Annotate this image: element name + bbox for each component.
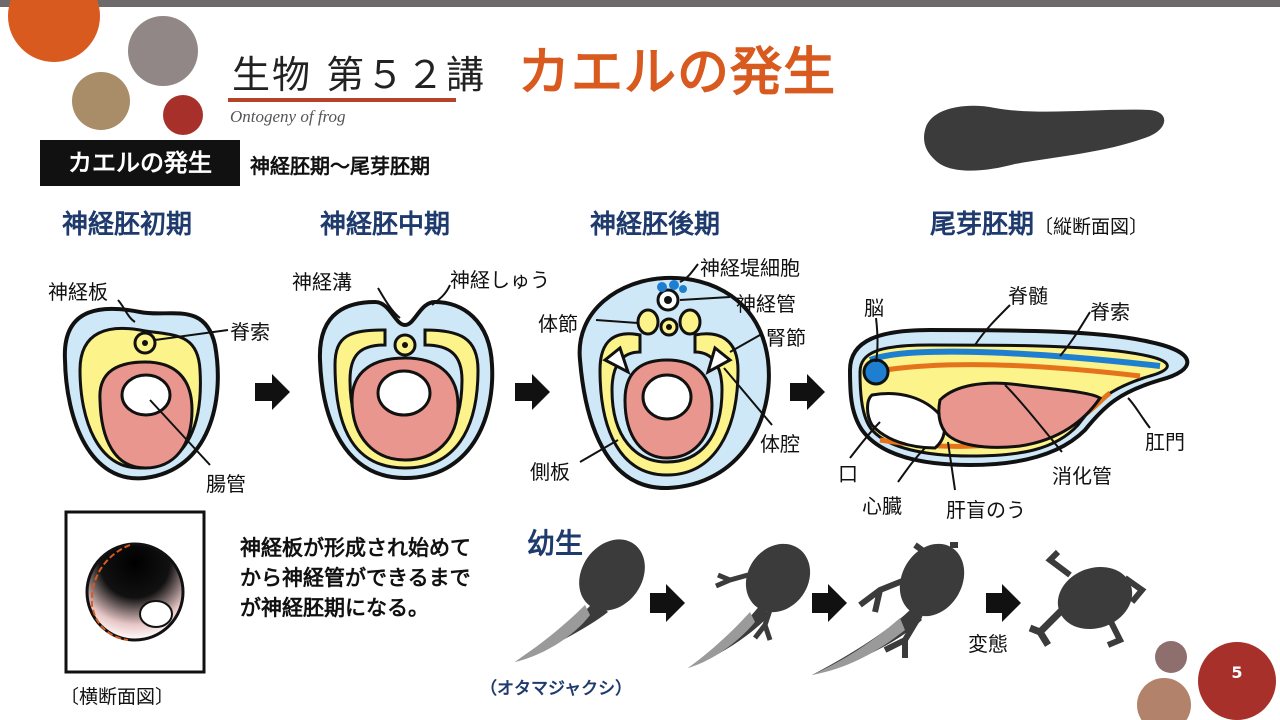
tadpole-label: （オタマジャクシ）	[480, 679, 633, 699]
section-subheading: 神経胚期～尾芽胚期	[250, 154, 430, 178]
cross-section-label: 〔横断面図〕	[60, 686, 175, 708]
arrow-3	[790, 374, 825, 410]
froglet	[1028, 549, 1147, 648]
label-shinkeiko: 神経溝	[292, 270, 352, 294]
tadpole-stage-3	[812, 542, 965, 675]
metamorphosis-label: 変態	[968, 632, 1008, 656]
page-title: 生物 第５２講	[232, 53, 487, 97]
label-taikou: 体腔	[760, 432, 800, 456]
mid-neurula-diagram	[317, 284, 495, 481]
tailbud-embryo-silhouette	[924, 105, 1165, 171]
label-shinzou: 心臓	[862, 494, 902, 518]
tadpole-stage-1	[515, 539, 645, 662]
cross-section-figure	[64, 510, 206, 674]
label-chokan: 腸管	[206, 472, 246, 496]
label-jinsetsu: 腎節	[766, 326, 806, 350]
stage-title-tailbud-text: 尾芽胚期	[930, 210, 1035, 240]
early-neurula-diagram	[62, 299, 229, 481]
label-kanmou: 肝盲のう	[946, 498, 1026, 522]
deco-circle-mauve	[1155, 641, 1187, 673]
label-koumon: 肛門	[1145, 430, 1185, 454]
stage-title-early-neurula: 神経胚初期	[62, 210, 193, 240]
label-sokuban: 側板	[530, 460, 570, 484]
description-text: 神経板が形成され始めてから神経管ができるまでが神経胚期になる。	[240, 536, 471, 620]
tailbud-longitudinal-diagram	[847, 304, 1190, 491]
arrow-larva-2	[812, 584, 847, 622]
late-neurula-diagram	[577, 263, 773, 491]
stage-title-mid-neurula: 神経胚中期	[320, 210, 451, 240]
arrow-larva-3	[986, 584, 1021, 622]
deco-circle-gray	[128, 16, 198, 86]
stage-title-late-neurula: 神経胚後期	[590, 210, 721, 240]
arrow-1	[255, 374, 290, 410]
label-shinkeishu: 神経しゅう	[450, 268, 550, 292]
label-sekisaku-tailbud: 脊索	[1090, 300, 1130, 324]
deco-circle-tan-bottom	[1137, 678, 1191, 720]
arrow-larva-1	[650, 584, 685, 622]
title-underline	[228, 98, 456, 102]
label-shinkeitei: 神経堤細胞	[700, 256, 800, 280]
stage-title-tailbud: 尾芽胚期〔縦断面図〕	[930, 204, 1148, 241]
arrow-2	[515, 374, 550, 410]
page-subtitle: Ontogeny of frog	[230, 107, 346, 126]
deco-circle-red	[163, 95, 203, 135]
page-title-accent: カエルの発生	[518, 43, 837, 103]
deco-circle-tan	[72, 72, 130, 130]
section-heading: カエルの発生	[40, 140, 240, 186]
label-sekisaku-early: 脊索	[230, 320, 270, 344]
label-shoukakan: 消化管	[1052, 464, 1112, 488]
label-shinkeiban: 神経板	[48, 280, 108, 304]
top-bar	[0, 0, 1280, 7]
page-number: 5	[1231, 663, 1243, 682]
label-shinkeikan: 神経管	[736, 292, 796, 316]
tadpole-stage-2	[688, 543, 811, 668]
label-kuchi: 口	[838, 462, 858, 486]
page-number-circle	[1198, 642, 1276, 720]
label-nou: 脳	[864, 296, 884, 320]
stage-title-tailbud-note: 〔縦断面図〕	[1034, 216, 1149, 238]
larva-title: 幼生	[527, 527, 584, 560]
label-taisetsu: 体節	[538, 312, 578, 336]
label-sekizui: 脊髄	[1008, 284, 1048, 308]
